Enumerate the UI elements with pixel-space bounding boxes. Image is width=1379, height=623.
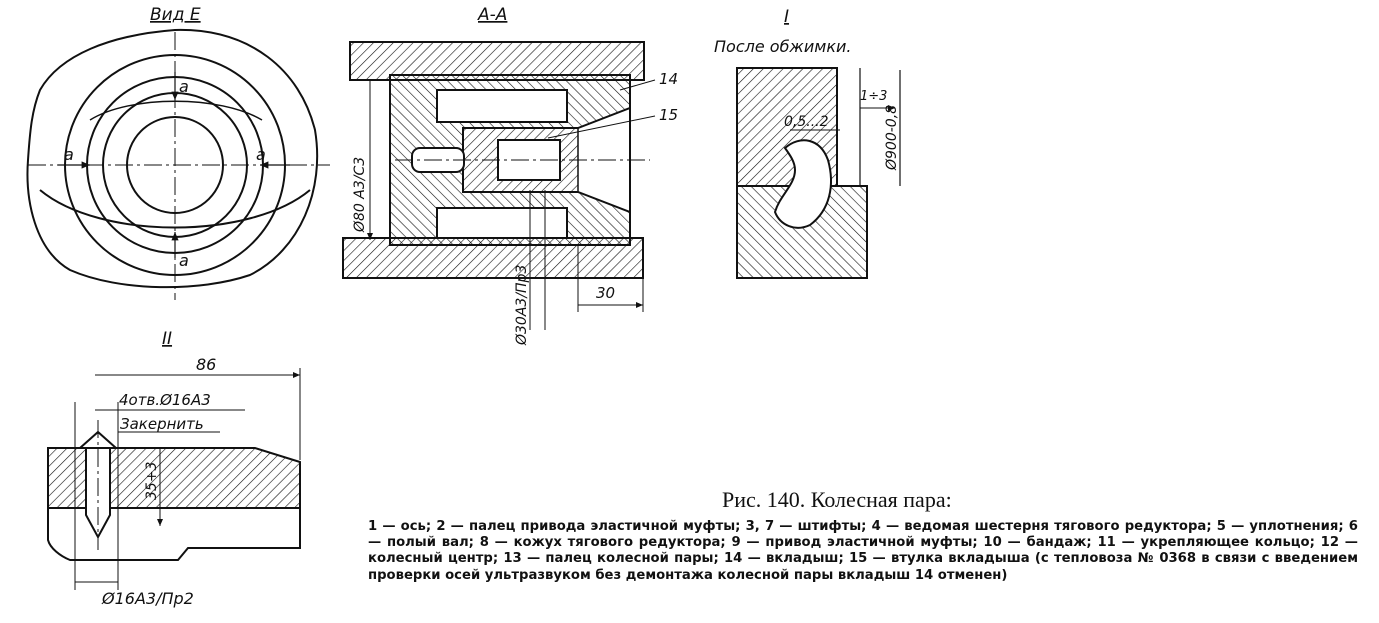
aa-callout-14: 14 xyxy=(659,70,678,88)
view-ii-countersink xyxy=(77,430,119,449)
view-i-after-crimp: После обжимки. xyxy=(714,37,851,56)
aa-dim-30: 30 xyxy=(596,284,615,302)
view-i-dim-900: Ø900-0,8 xyxy=(884,105,900,171)
view-ii-dim-35: 35+3 xyxy=(144,462,160,500)
caption-title: Рис. 140. Колесная пара: xyxy=(722,487,952,512)
aa-upper-slot xyxy=(436,89,568,123)
section-aa-title: А-А xyxy=(477,5,507,25)
view-e-outer-contour xyxy=(26,28,319,289)
aa-top-plate xyxy=(349,41,645,81)
aa-dim-30a: Ø30А3/Пр3 xyxy=(514,265,530,346)
view-ii xyxy=(47,368,301,590)
aa-lower-slot xyxy=(436,207,568,239)
view-e-arrows xyxy=(58,72,290,258)
aa-dim-80: Ø80 А3/С3 xyxy=(352,157,368,233)
view-ii-holes: 4отв.Ø16А3 xyxy=(119,391,211,409)
caption-body: 1 — ось; 2 — палец привода эластичной му… xyxy=(368,519,1358,583)
view-i xyxy=(736,67,901,279)
aa-callout-15: 15 xyxy=(659,106,678,124)
view-e-label-a-top: а xyxy=(179,77,189,96)
view-ii-dim-86: 86 xyxy=(196,355,216,374)
view-i-bead xyxy=(773,139,832,229)
view-ii-title: II xyxy=(162,329,172,349)
view-i-dim-1-3: 1÷3 xyxy=(860,89,887,104)
view-ii-lower-body xyxy=(47,507,301,561)
view-e-lower-arc xyxy=(39,189,311,229)
view-e-title: Вид Е xyxy=(150,5,201,25)
view-e-label-a-right: а xyxy=(256,145,266,164)
view-ii-dim-16: Ø16А3/Пр2 xyxy=(101,589,194,608)
view-i-dim-05-2: 0,5...2 xyxy=(784,114,829,130)
view-e-label-a-bottom: а xyxy=(179,251,189,270)
view-i-title: I xyxy=(784,7,789,27)
view-e-label-a-left: а xyxy=(64,145,74,164)
view-ii-center-punch: Закернить xyxy=(120,415,204,433)
